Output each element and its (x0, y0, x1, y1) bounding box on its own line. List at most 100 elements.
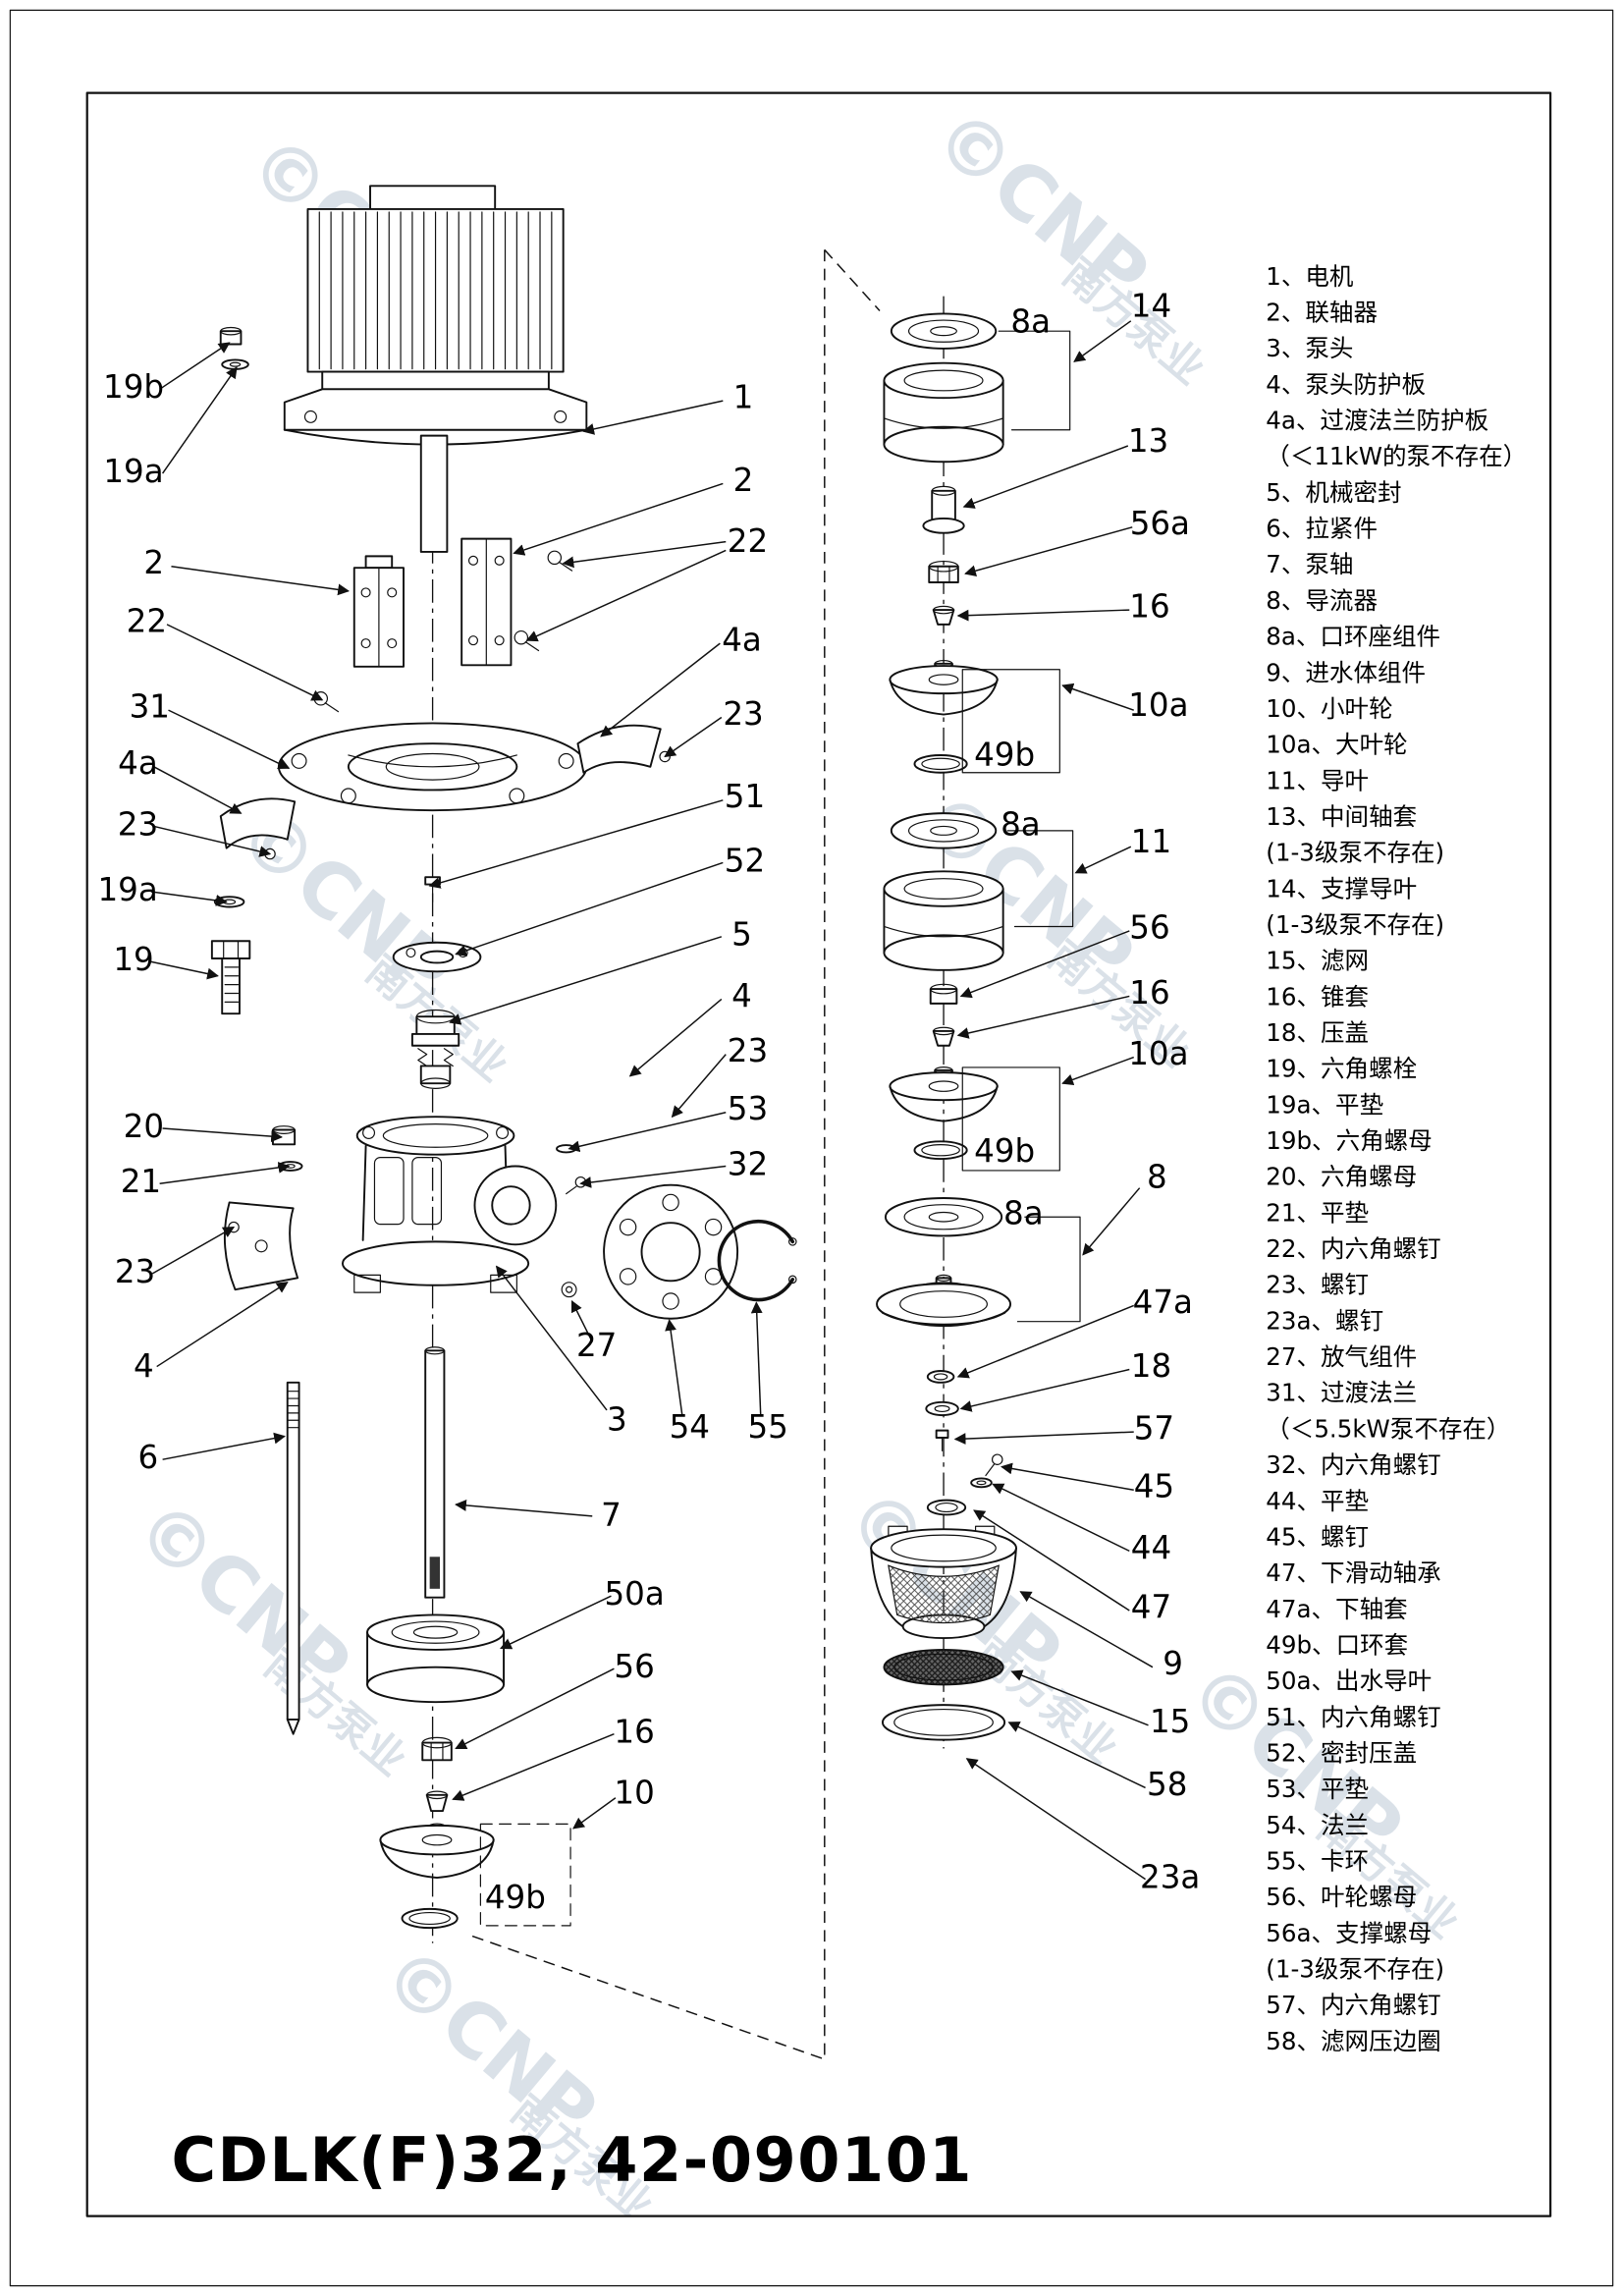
bracket-8 (1016, 1216, 1081, 1323)
ring-seat-8a-top (890, 312, 998, 350)
parts-list-entry: 21、平垫 (1266, 1198, 1369, 1227)
lower-sleeve-47a (926, 1370, 955, 1384)
flange-54 (603, 1183, 739, 1320)
parts-list-entry: 1、电机 (1266, 262, 1354, 291)
drawing-title: CDLK(F)32, 42-090101 (171, 2124, 973, 2196)
pump-shaft-7 (424, 1346, 446, 1599)
callout-label: 23a (1140, 1858, 1200, 1895)
parts-list-entry: 3、泵头 (1266, 334, 1353, 362)
parts-list-entry: 56a、支撑螺母 (1266, 1919, 1432, 1947)
parts-list-entry: 10、小叶轮 (1266, 694, 1392, 723)
parts-list-entry: (1-3级泵不存在) (1266, 839, 1444, 867)
parts-list-entry: 15、滤网 (1266, 947, 1369, 975)
callout-label: 7 (601, 1497, 622, 1534)
callout-label: 23 (728, 1032, 768, 1069)
parts-list-entry: (1-3级泵不存在) (1266, 1955, 1444, 1984)
callout-label: 47 (1131, 1588, 1171, 1625)
pump-head (341, 1116, 577, 1298)
callout-label: 52 (725, 842, 765, 879)
parts-list-entry: 20、六角螺母 (1266, 1163, 1417, 1191)
parts-list-entry: （＜5.5kW泵不存在） (1266, 1414, 1510, 1443)
callout-label: 47a (1133, 1284, 1193, 1321)
callout-label: 4a (118, 744, 158, 782)
callout-label: 2 (143, 544, 164, 581)
callout-label: 16 (1129, 587, 1169, 625)
big-impeller-10a-2 (889, 1066, 999, 1122)
callout-label: 11 (1131, 823, 1171, 860)
parts-list-entry: 23a、螺钉 (1266, 1306, 1383, 1335)
parts-list-entry: 55、卡环 (1266, 1847, 1369, 1876)
callout-label: 10 (614, 1775, 654, 1812)
cone-sleeve-16 (425, 1790, 449, 1813)
parts-list-entry: 11、导叶 (1266, 766, 1369, 794)
support-guide-14 (883, 361, 1004, 464)
callout-label: 31 (130, 688, 170, 726)
callout-label: 8 (1147, 1159, 1167, 1196)
strainer-15 (883, 1648, 1004, 1686)
parts-list-entry: （＜11kW的泵不存在） (1266, 442, 1527, 470)
parts-list-entry: 19b、六角螺母 (1266, 1126, 1432, 1155)
parts-list-entry: 44、平垫 (1266, 1487, 1369, 1515)
callout-label: 50a (604, 1575, 664, 1613)
parts-list-entry: 7、泵轴 (1266, 550, 1353, 578)
parts-list-entry: 18、压盖 (1266, 1018, 1369, 1047)
parts-list-entry: 4、泵头防护板 (1266, 370, 1426, 399)
callout-label: 23 (115, 1253, 155, 1290)
cone-sleeve-16-right1 (932, 605, 955, 626)
callout-label: 23 (118, 805, 158, 843)
coupling (352, 537, 513, 668)
parts-list-entry: 8a、口环座组件 (1266, 623, 1440, 651)
parts-list-entry: 14、支撑导叶 (1266, 874, 1417, 902)
guard-hole (254, 1239, 268, 1253)
guard-plate-4-left (223, 1201, 299, 1291)
parts-list-entry: 52、密封压盖 (1266, 1738, 1417, 1767)
parts-list-entry: 22、内六角螺钉 (1266, 1234, 1440, 1263)
parts-list-entry: 10a、大叶轮 (1266, 731, 1407, 759)
transition-flange (277, 722, 588, 812)
mechanical-seal-5 (410, 1009, 460, 1089)
gland-18 (925, 1400, 959, 1417)
parts-list-entry: 23、螺钉 (1266, 1271, 1369, 1299)
parts-list-entry: 54、法兰 (1266, 1811, 1369, 1839)
callout-label: 4 (731, 977, 752, 1014)
screw-45-washer-44 (970, 1453, 1003, 1489)
parts-list-entry: 9、进水体组件 (1266, 658, 1426, 686)
callout-label: 56a (1130, 505, 1190, 542)
callout-label: 53 (728, 1090, 768, 1127)
impeller-nut-56 (421, 1736, 453, 1762)
callout-label: 49b (974, 1132, 1035, 1170)
parts-list-entry: 4a、过渡法兰防护板 (1266, 407, 1488, 435)
callout-label: 9 (1163, 1645, 1183, 1682)
parts-list-entry: 57、内六角螺钉 (1266, 1991, 1440, 2019)
callout-label: 16 (614, 1714, 654, 1751)
callout-label: 56 (614, 1648, 654, 1685)
callout-label: 4a (722, 622, 762, 659)
callout-label: 57 (1134, 1409, 1174, 1447)
nut-19b-washer-19a (219, 326, 249, 370)
callout-labels: 19b19a1222222314a234a2319a19515254235332… (97, 287, 1200, 1916)
ring-seat-8a-bottom (884, 1197, 1003, 1237)
cone-sleeve-16-right2 (932, 1026, 955, 1047)
intermediate-sleeve-13 (922, 485, 965, 534)
callout-label: 15 (1150, 1703, 1190, 1740)
callout-label: 20 (124, 1108, 164, 1145)
callout-label: 2 (733, 462, 754, 499)
bracket-14 (998, 330, 1071, 431)
parts-list-entry: 8、导流器 (1266, 586, 1378, 615)
parts-list-entry: 32、内六角螺钉 (1266, 1450, 1440, 1479)
callout-label: 45 (1134, 1468, 1174, 1505)
motor (283, 185, 588, 446)
diffuser-8 (876, 1274, 1012, 1328)
screw-57 (935, 1429, 949, 1451)
construction-line (466, 249, 826, 2060)
seal-gland-52 (392, 941, 482, 973)
wear-ring-49b-right1 (913, 754, 968, 774)
callout-label: 55 (747, 1408, 787, 1446)
callout-label: 8a (1001, 805, 1041, 843)
outer-border (9, 9, 1614, 2287)
callout-label: 4 (134, 1347, 154, 1385)
callout-label: 23 (723, 695, 763, 733)
parts-list-entry: 5、机械密封 (1266, 478, 1401, 507)
support-nut-56a (928, 560, 959, 583)
